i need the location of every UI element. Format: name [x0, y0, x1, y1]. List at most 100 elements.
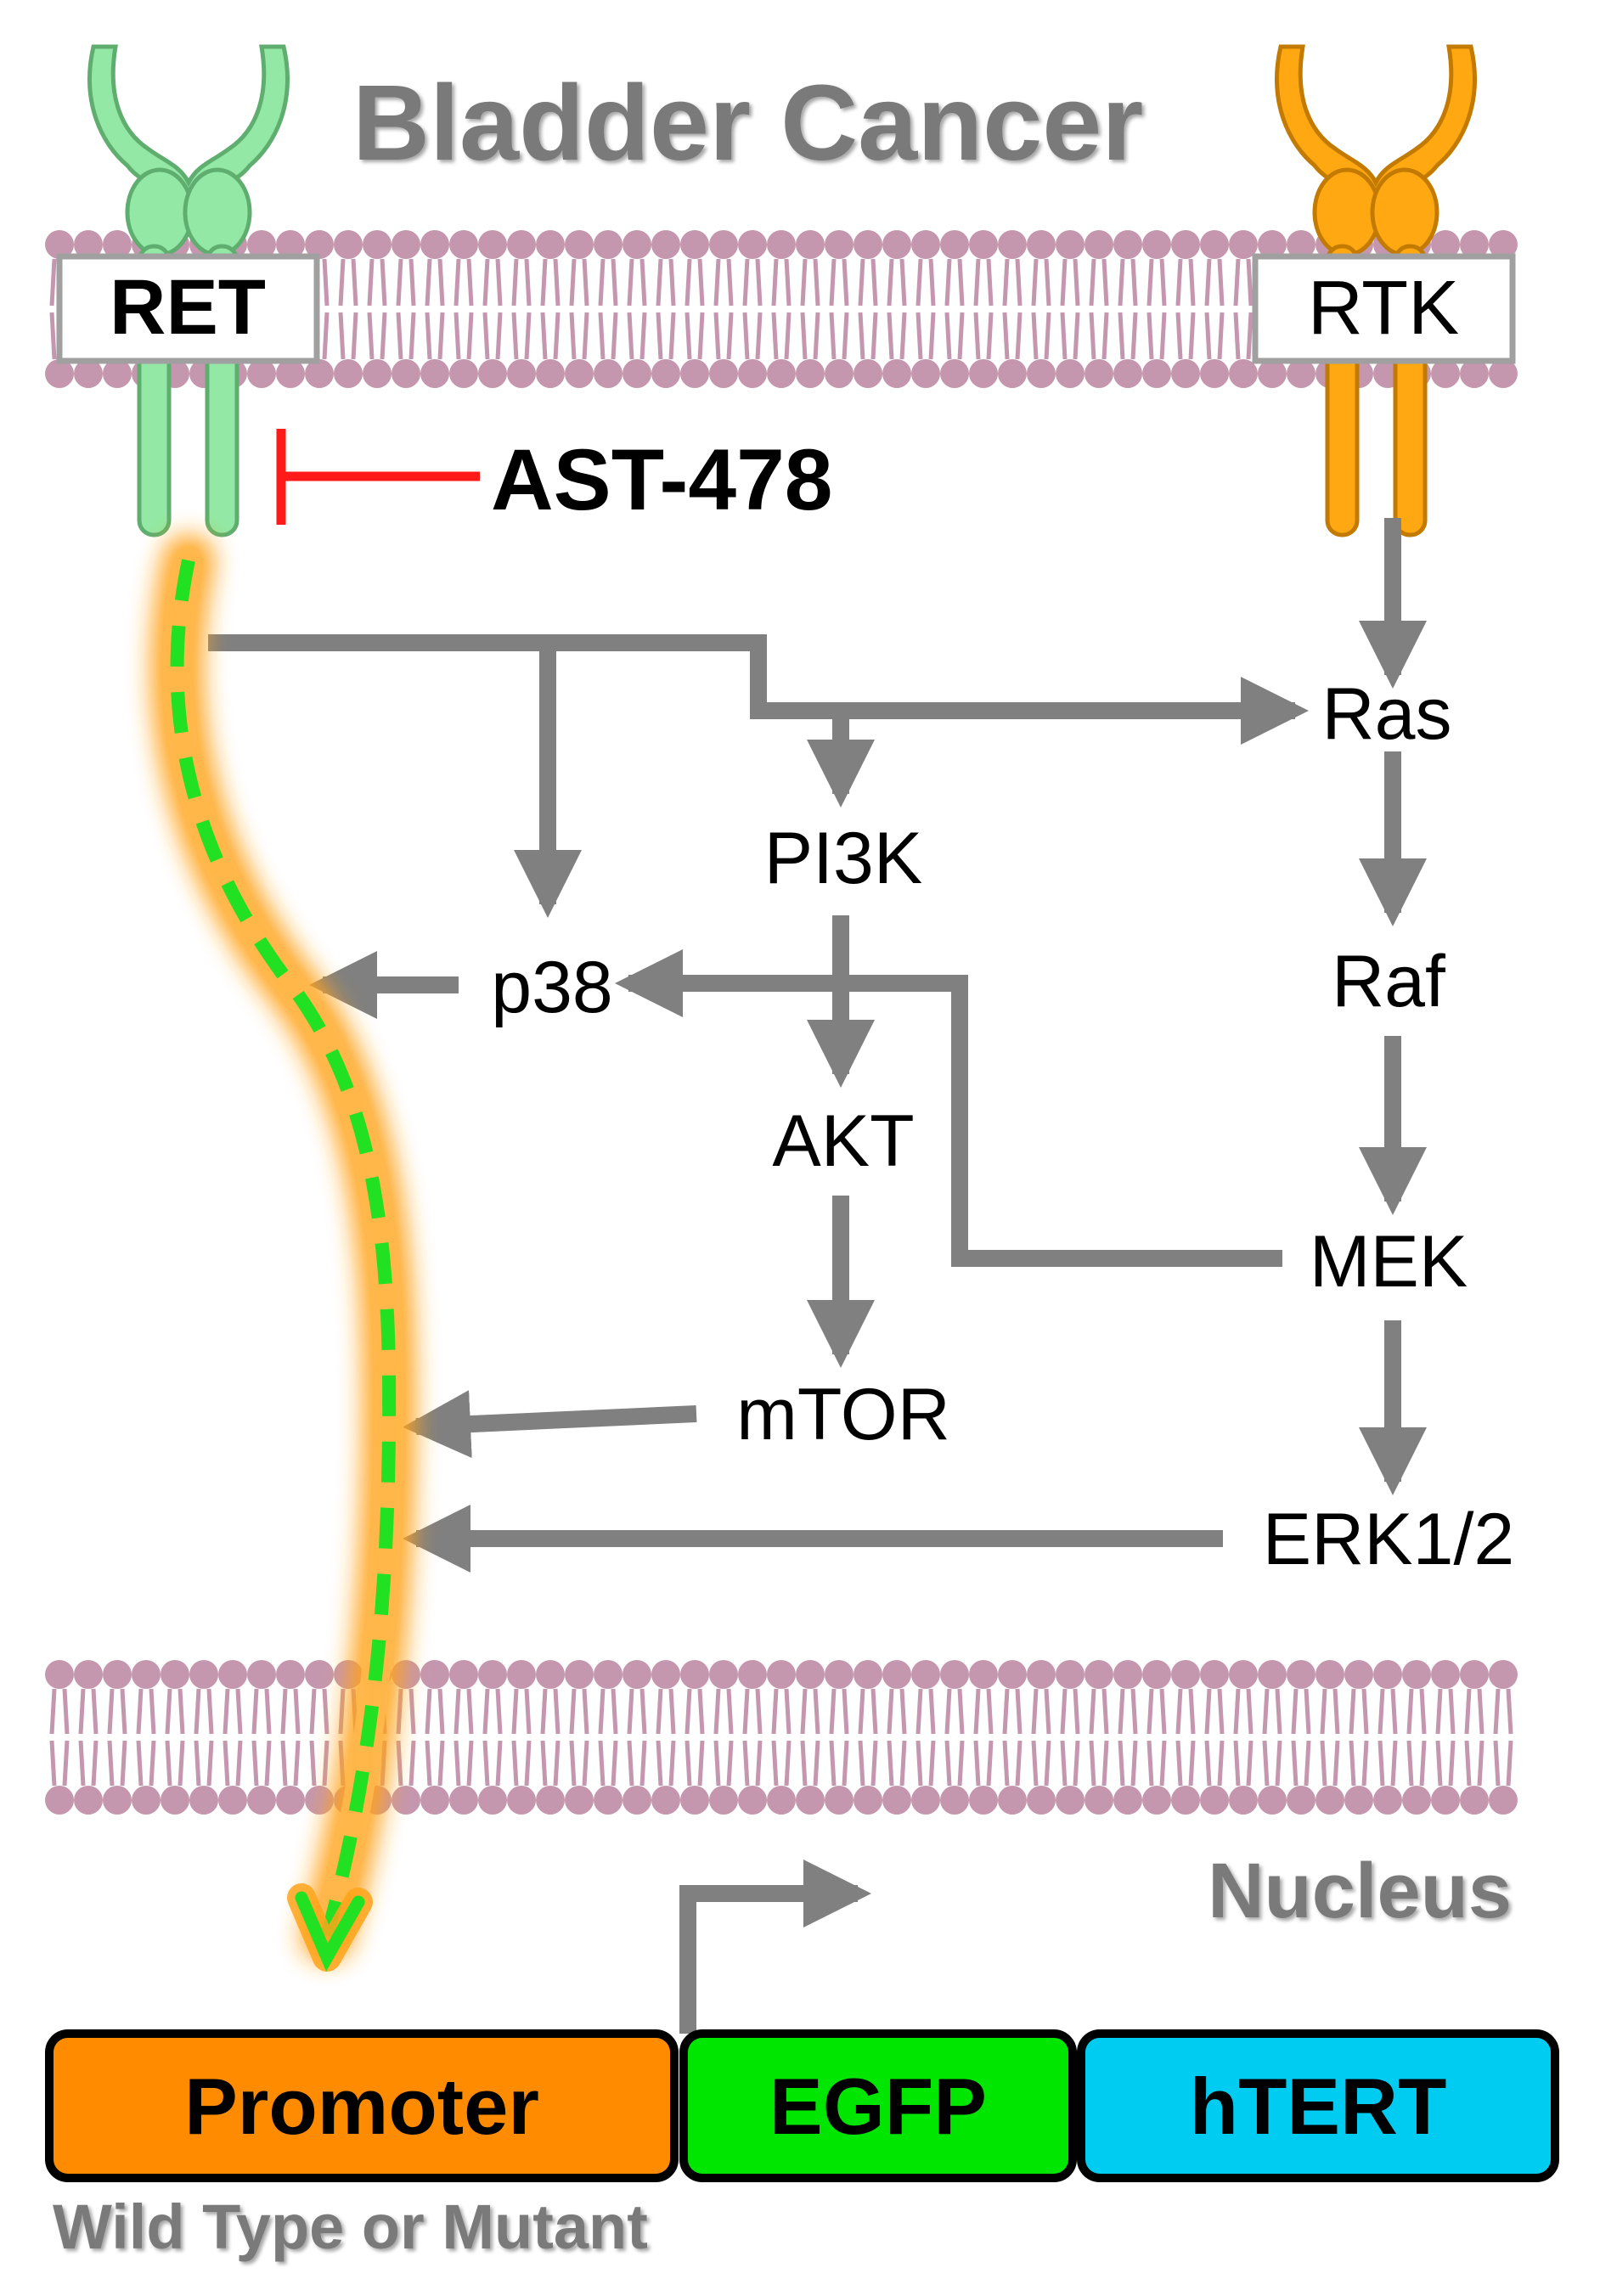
lipid-head: [1258, 230, 1287, 259]
lipid-head: [449, 230, 478, 259]
ret-label: RET: [110, 264, 266, 351]
lipid-head: [594, 359, 623, 388]
lipid-head: [103, 1660, 132, 1689]
nucleus-label: Nucleus: [1208, 1848, 1512, 1934]
lipid-head: [1431, 230, 1460, 259]
node-erk: ERK1/2: [1263, 1499, 1514, 1580]
lipid-head: [45, 359, 74, 388]
lipid-head: [1142, 359, 1171, 388]
lipid-head: [1489, 1786, 1518, 1815]
lipid-head: [1200, 230, 1229, 259]
gene-construct: Promoter EGFP hTERT: [45, 2029, 1559, 2182]
lipid-tails: [627, 1688, 647, 1787]
lipid-head: [189, 1660, 218, 1689]
lipid-head: [1027, 1660, 1056, 1689]
lipid-head: [1200, 1786, 1229, 1815]
lipid-head: [1460, 1786, 1489, 1815]
lipid-head: [1258, 359, 1287, 388]
lipid-head: [767, 1660, 796, 1689]
lipid-tails: [309, 1688, 330, 1787]
lipid-tails: [1002, 1688, 1023, 1787]
rtk-label: RTK: [1308, 266, 1459, 351]
lipid-head: [767, 230, 796, 259]
lipid-head: [305, 1660, 334, 1689]
lipid-head: [1056, 230, 1085, 259]
lipid-head: [738, 230, 767, 259]
lipid-head: [1373, 1660, 1402, 1689]
lipid-tails: [858, 1688, 878, 1787]
lipid-tails: [136, 1688, 156, 1787]
lipid-head: [420, 1660, 449, 1689]
lipid-head: [478, 1786, 507, 1815]
lipid-head: [1113, 1660, 1142, 1689]
lipid-tails: [771, 1688, 792, 1787]
lipid-head: [276, 359, 305, 388]
lipid-tails: [656, 258, 676, 360]
lipid-tails: [598, 258, 618, 360]
lipid-head: [738, 359, 767, 388]
lipid-head: [536, 1660, 565, 1689]
lipid-head: [911, 230, 940, 259]
lipid-tails: [944, 1688, 965, 1787]
lipid-tails: [1204, 1688, 1225, 1787]
promoter-label: Promoter: [184, 2062, 539, 2151]
lipid-head: [796, 359, 825, 388]
lipid-tails: [454, 1688, 474, 1787]
inhibitor-label: AST-478: [491, 431, 833, 528]
lipid-head: [969, 359, 998, 388]
lipid-tails: [482, 1688, 503, 1787]
lipid-tails: [454, 258, 474, 360]
ret-signal-path: [150, 534, 416, 1972]
lipid-head: [507, 1660, 536, 1689]
ret-label-box: RET: [56, 253, 320, 364]
lipid-tails: [1262, 1688, 1282, 1787]
lipid-head: [1460, 230, 1489, 259]
lipid-tails: [685, 1688, 705, 1787]
egfp-label: EGFP: [769, 2062, 987, 2151]
lipid-tails: [1493, 1688, 1513, 1787]
lipid-head: [1431, 1786, 1460, 1815]
lipid-tails: [1320, 1688, 1340, 1787]
lipid-tails: [829, 1688, 849, 1787]
lipid-head: [363, 359, 392, 388]
lipid-head: [1113, 1786, 1142, 1815]
lipid-head: [738, 1786, 767, 1815]
lipid-head: [1171, 359, 1200, 388]
lipid-head: [998, 1786, 1027, 1815]
lipid-head: [449, 1660, 478, 1689]
lipid-head: [1287, 230, 1315, 259]
lipid-head: [854, 1660, 882, 1689]
lipid-head: [1085, 230, 1113, 259]
lipid-tails: [1291, 1688, 1311, 1787]
lipid-head: [1489, 359, 1518, 388]
lipid-head: [218, 1660, 247, 1689]
lipid-head: [594, 1786, 623, 1815]
nuclear-membrane: [45, 1660, 1518, 1815]
lipid-tails: [973, 258, 994, 360]
lipid-tails: [1233, 1688, 1254, 1787]
lipid-tails: [540, 258, 561, 360]
lipid-tails: [1406, 1688, 1427, 1787]
lipid-head: [1287, 1660, 1315, 1689]
lipid-head: [680, 1660, 709, 1689]
lipid-head: [1171, 230, 1200, 259]
lipid-head: [45, 230, 74, 259]
construct-caption: Wild Type or Mutant: [53, 2192, 648, 2262]
lipid-head: [1489, 230, 1518, 259]
lipid-tails: [1118, 258, 1138, 360]
inhibition-bar: [276, 429, 480, 525]
lipid-tails: [1002, 258, 1023, 360]
lipid-tails: [887, 258, 907, 360]
lipid-tails: [627, 258, 647, 360]
lipid-head: [420, 230, 449, 259]
lipid-tails: [1146, 258, 1167, 360]
lipid-head: [940, 359, 969, 388]
lipid-head: [1373, 1786, 1402, 1815]
lipid-head: [594, 1660, 623, 1689]
lipid-tails: [800, 258, 820, 360]
lipid-tails: [425, 1688, 445, 1787]
pathway-nodes: Ras Raf MEK ERK1/2 PI3K AKT mTOR p38: [491, 673, 1514, 1580]
lipid-tails: [858, 258, 878, 360]
lipid-head: [276, 1786, 305, 1815]
lipid-tails: [251, 1688, 272, 1787]
